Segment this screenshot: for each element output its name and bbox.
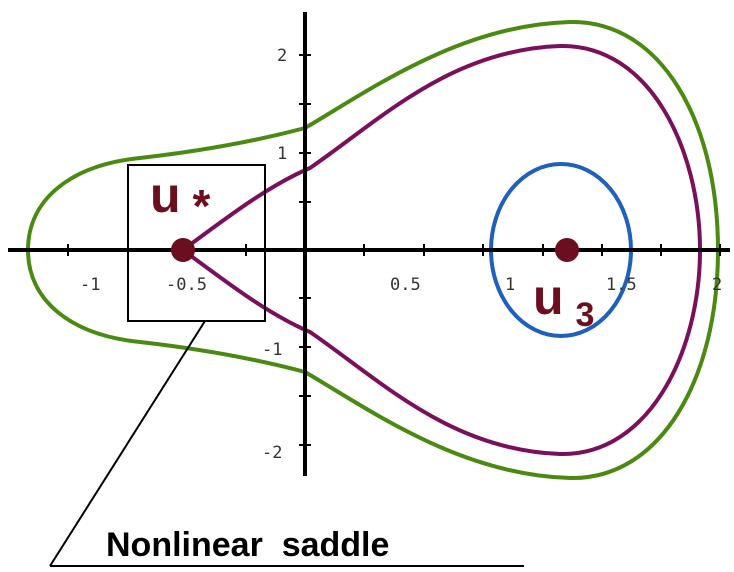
- x-axis-ticks: [67, 244, 721, 256]
- center-point-label: u 3: [533, 269, 594, 334]
- center-label-subscript: 3: [575, 296, 594, 334]
- saddle-highlight-box: [127, 164, 266, 322]
- x-tick-label: 2: [712, 275, 722, 295]
- annotation-label: Nonlinear saddle: [106, 526, 389, 564]
- y-tick-label: -1: [262, 340, 282, 360]
- y-tick-label: 1: [277, 144, 287, 164]
- center-label-main: u: [533, 269, 564, 325]
- x-tick-label: 1.5: [606, 275, 637, 295]
- x-tick-label: 1: [505, 275, 515, 295]
- y-tick-label: -2: [262, 443, 282, 463]
- saddle-label-subscript: *: [192, 180, 210, 232]
- saddle-label-main: u: [150, 167, 181, 223]
- saddle-point-marker: [171, 238, 195, 262]
- y-tick-label: 2: [277, 46, 287, 66]
- x-tick-label: -1: [80, 275, 100, 295]
- x-tick-label: -0.5: [166, 275, 207, 295]
- annotation-leader-line: [49, 320, 206, 567]
- center-point-marker: [555, 238, 579, 262]
- saddle-point-label: u *: [150, 167, 210, 232]
- y-axis-ticks: [299, 54, 311, 446]
- x-tick-label: 0.5: [390, 275, 421, 295]
